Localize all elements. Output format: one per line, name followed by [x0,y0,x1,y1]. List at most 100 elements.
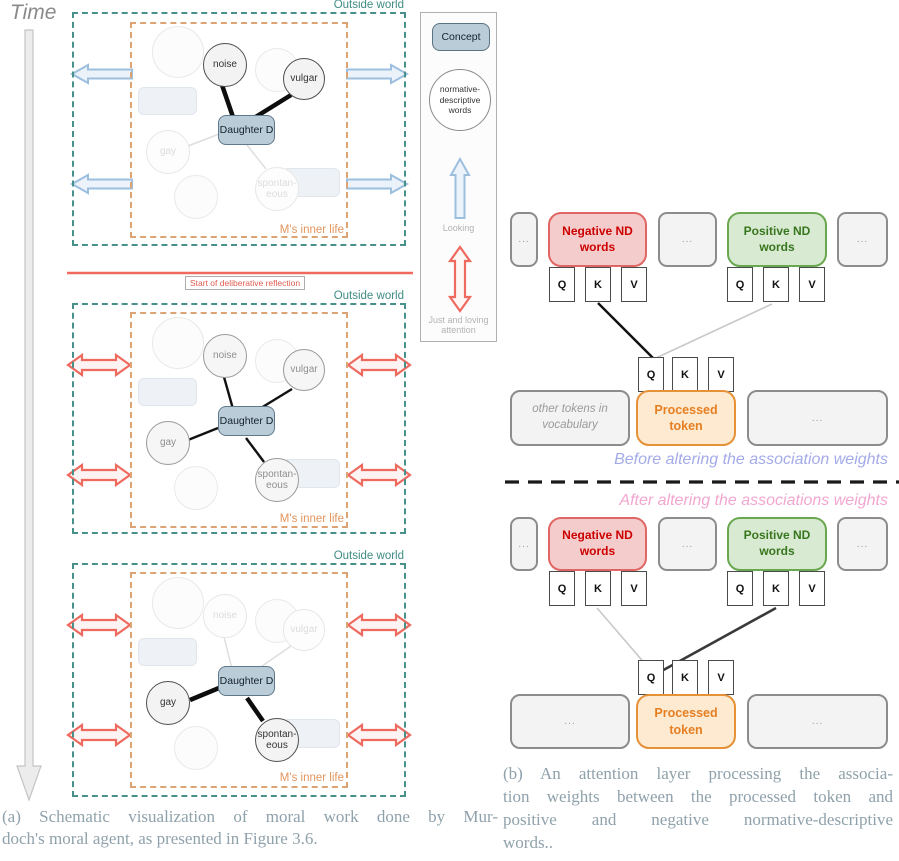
ghost-circle [174,466,218,510]
ghost-circle [152,317,204,369]
query-box: Q [638,660,664,695]
ghost-circle [174,726,218,770]
edge-spontaneous-daughter-3 [245,696,265,723]
positive-nd-words-box-before: Positive ND words [727,212,827,267]
caption-a: (a) Schematic visualization of moral wor… [2,806,498,850]
attention-line-negative-before [597,302,654,359]
caption-a-line: (a) Schematic visualization of moral wor… [2,807,498,826]
outside-world-box-2 [72,303,406,534]
inner-life-box-3 [130,572,348,788]
key-box: K [763,267,789,302]
caption-b-line: positive and negative normative-descript… [503,810,893,829]
edge-spontaneous-daughter-1 [246,144,267,170]
inner-life-box-2 [130,312,348,528]
ghost-concept-rect [138,378,197,406]
inner-life-box-1 [130,22,348,238]
node-gay-1: gay [146,130,190,174]
node-spontaneous-3: spontan- eous [255,718,299,762]
inner-life-label-3: M's inner life [279,772,344,784]
legend-nd-words-circle: normative- descriptive words [429,69,491,131]
after-label: After altering the associations weights [619,492,888,509]
attention-arrow-right-bottom-2 [346,462,412,488]
node-daughter-3: Daughter D [218,666,275,696]
node-daughter-2: Daughter D [218,406,275,436]
node-spontaneous-1: spontan- eous [255,167,299,211]
node-daughter-1: Daughter D [218,115,275,145]
outside-world-label-3: Outside world [333,550,404,562]
query-box: Q [727,267,753,302]
node-noise-2: noise [203,334,247,378]
outside-world-label-2: Outside world [333,290,404,302]
legend-panel: Concept normative- descriptive words Loo… [420,12,497,342]
edge-gay-daughter-3 [189,685,220,703]
node-vulgar-2: vulgar [283,349,325,391]
token-ellipsis-box: ... [658,517,717,571]
ghost-concept-rect [138,87,197,115]
token-ellipsis-box: ... [658,212,717,267]
legend-looking-label: Looking [442,223,475,233]
deliberation-divider-label: Start of deliberative reflection [185,276,306,290]
attention-arrow-right-top-3 [346,612,412,638]
ghost-concept-rect [138,638,197,666]
key-box: K [672,660,698,695]
other-tokens-box: other tokens in vocabulary [510,390,630,446]
ghost-circle [152,577,204,629]
processed-token-box-after: Processed token [636,694,736,749]
token-ellipsis-box: ... [837,212,888,267]
node-gay-3: gay [146,681,190,725]
looking-arrow-left-bottom [69,173,133,195]
negative-nd-words-box-before: Negative ND words [548,212,647,267]
node-noise-1: noise [203,43,247,87]
edge-gay-daughter-2 [187,426,219,442]
token-ellipsis-box: ... [510,212,538,267]
node-gay-2: gay [146,421,190,465]
token-ellipsis-box: ... [837,517,888,571]
query-box: Q [549,571,575,606]
key-box: K [672,357,698,392]
inner-life-label-1: M's inner life [279,224,344,236]
legend-concept-box: Concept [432,23,490,51]
caption-b-line: words.. [503,833,554,852]
node-spontaneous-2: spontan- eous [255,458,299,502]
key-box: K [585,267,611,302]
value-box: V [708,357,734,392]
token-ellipsis-box: ... [747,390,888,446]
outside-world-box-3 [72,563,406,797]
token-ellipsis-box: ... [510,694,630,749]
before-label: Before altering the association weights [614,451,888,468]
inner-life-label-2: M's inner life [279,513,344,525]
value-box: V [621,571,647,606]
key-box: K [763,571,789,606]
time-label: Time [10,1,57,24]
token-ellipsis-box: ... [747,694,888,749]
caption-b-line: (b) An attention layer processing the as… [503,764,893,783]
outside-world-box-1 [72,12,406,246]
value-box: V [708,660,734,695]
key-box: K [585,571,611,606]
legend-arrows [447,156,473,313]
time-arrow [16,29,42,802]
attention-line-positive-before [655,303,773,359]
query-box: Q [638,357,664,392]
value-box: V [799,571,825,606]
node-vulgar-1: vulgar [283,58,325,100]
edge-noise-daughter-1 [219,84,236,118]
query-box: Q [549,267,575,302]
edge-noise-daughter-2 [222,376,235,410]
caption-b-line: tion weights between the processed token… [503,787,893,806]
query-box: Q [727,571,753,606]
node-vulgar-3: vulgar [283,609,325,651]
node-noise-3: noise [203,594,247,638]
caption-b: (b) An attention layer processing the as… [503,762,893,854]
value-box: V [799,267,825,302]
attention-arrow-right-bottom-3 [346,722,412,748]
negative-nd-words-box-after: Negative ND words [548,517,647,571]
legend-attention-label: Just and loving attention [428,315,489,335]
edge-noise-daughter-3 [223,636,233,670]
attention-arrow-right-top-2 [346,352,412,378]
token-ellipsis-box: ... [510,517,538,571]
attention-arrow-icon [447,245,473,313]
processed-token-box-before: Processed token [636,390,736,446]
